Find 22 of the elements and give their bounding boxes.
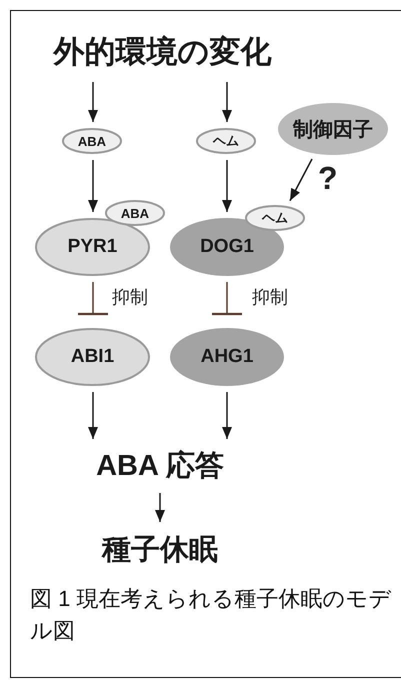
heading-text: ABA 応答	[85, 445, 235, 487]
arrow	[88, 82, 98, 122]
arrow	[88, 160, 98, 212]
heading-text: 種子休眠	[90, 528, 230, 572]
ellipse-node: AHG1	[170, 328, 284, 386]
ellipse-node: ヘム	[196, 128, 256, 154]
inhibition-line	[210, 282, 244, 316]
ellipse-node: ABA	[62, 128, 122, 154]
arrow	[88, 392, 98, 439]
ellipse-node: ヘム	[245, 205, 305, 231]
ellipse-node: 制御因子	[278, 103, 388, 155]
ellipse-node: PYR1	[35, 218, 150, 276]
arrow	[222, 392, 232, 439]
ellipse-node: ABI1	[35, 328, 150, 386]
arrow	[155, 493, 165, 522]
arrow	[222, 82, 232, 122]
arrow	[222, 160, 232, 212]
inhibition-line	[76, 282, 110, 316]
arrow	[289, 158, 313, 202]
caption: 図 1 現在考えられる種子休眠のモデル図	[30, 585, 392, 645]
heading-text: 外的環境の変化	[40, 28, 285, 76]
ellipse-node: ABA	[105, 200, 165, 226]
